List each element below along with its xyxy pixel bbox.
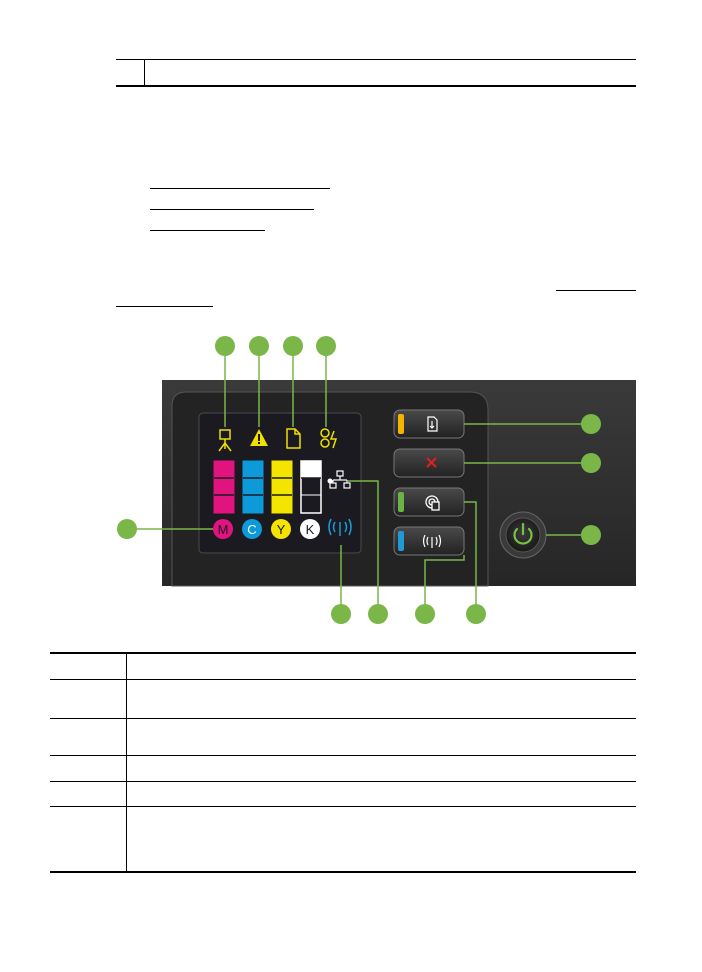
wireless-icon <box>328 518 352 536</box>
svg-text:M: M <box>218 522 229 537</box>
cancel-button[interactable] <box>393 448 465 478</box>
callout-marker <box>581 525 601 545</box>
ink-label-y: Y <box>271 519 291 539</box>
network-callout-dot <box>327 478 333 484</box>
table-row-rule <box>50 679 636 680</box>
paper-icon <box>286 428 301 449</box>
ink-gauge-yellow <box>271 460 293 514</box>
table-row-rule <box>50 718 636 719</box>
cancel-icon <box>426 457 437 468</box>
svg-text:Y: Y <box>277 522 286 537</box>
callout-marker <box>215 336 235 356</box>
table-row-rule <box>50 781 636 782</box>
eprint-icon <box>425 495 440 511</box>
resume-button[interactable] <box>393 409 465 439</box>
svg-text:C: C <box>247 522 256 537</box>
wireless-icon <box>422 534 442 548</box>
ink-label-k: K <box>300 519 320 539</box>
ink-label-c: C <box>242 519 262 539</box>
callout-marker <box>581 453 601 473</box>
ink-gauge-magenta <box>213 460 235 514</box>
callout-marker <box>117 519 137 539</box>
callout-marker <box>331 604 351 624</box>
ink-gauge-black <box>300 460 322 514</box>
resume-icon <box>427 416 438 432</box>
table-row-rule <box>50 755 636 756</box>
callout-marker <box>466 604 486 624</box>
svg-text:K: K <box>306 522 315 537</box>
link-underline-2[interactable] <box>150 209 314 210</box>
power-button[interactable] <box>499 511 547 559</box>
callout-markers <box>117 336 601 624</box>
callout-marker <box>581 414 601 434</box>
table-bottom-rule <box>50 871 636 873</box>
callout-leaders <box>137 355 582 605</box>
link-underline-4[interactable] <box>556 290 636 291</box>
callout-marker <box>283 336 303 356</box>
table-column-divider <box>126 654 127 872</box>
callout-marker <box>316 336 336 356</box>
ink-label-m: M <box>213 519 233 539</box>
power-icon <box>513 522 533 545</box>
network-icon <box>329 470 351 489</box>
table-row-rule <box>50 806 636 807</box>
attention-icon <box>250 429 268 446</box>
header-rule-top <box>116 59 636 60</box>
printhead-icon <box>218 429 232 452</box>
wireless-button[interactable] <box>393 526 465 556</box>
callout-marker <box>415 604 435 624</box>
link-underline-1[interactable] <box>150 188 330 189</box>
ink-out-icon <box>320 428 338 449</box>
link-underline-3[interactable] <box>150 230 265 231</box>
callout-marker <box>368 604 388 624</box>
ink-gauge-cyan <box>242 460 264 514</box>
control-panel-figure: M C Y K <box>117 336 636 624</box>
link-underline-5[interactable] <box>116 306 213 307</box>
header-rule-bottom <box>116 85 636 87</box>
header-rule-divider <box>144 60 145 85</box>
eprint-button[interactable] <box>393 487 465 517</box>
callout-marker <box>249 336 269 356</box>
table-top-rule <box>50 652 636 654</box>
